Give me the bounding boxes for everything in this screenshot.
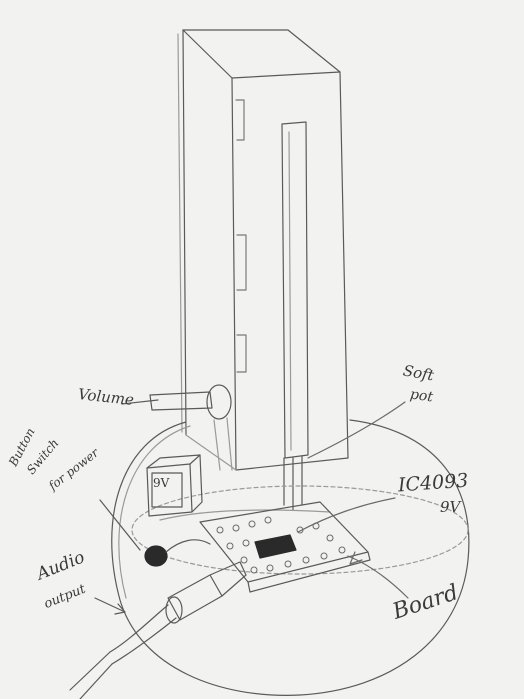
soft-pot-strip: [282, 122, 308, 510]
ic-voltage-label: 9V: [440, 498, 460, 516]
audio-jack: [70, 562, 246, 699]
tower: [178, 30, 348, 470]
leader-lines: [298, 402, 408, 598]
battery-label: 9V: [153, 476, 169, 490]
circuit-board: [200, 502, 370, 592]
soft-pot-label-line2: pot: [409, 386, 434, 405]
